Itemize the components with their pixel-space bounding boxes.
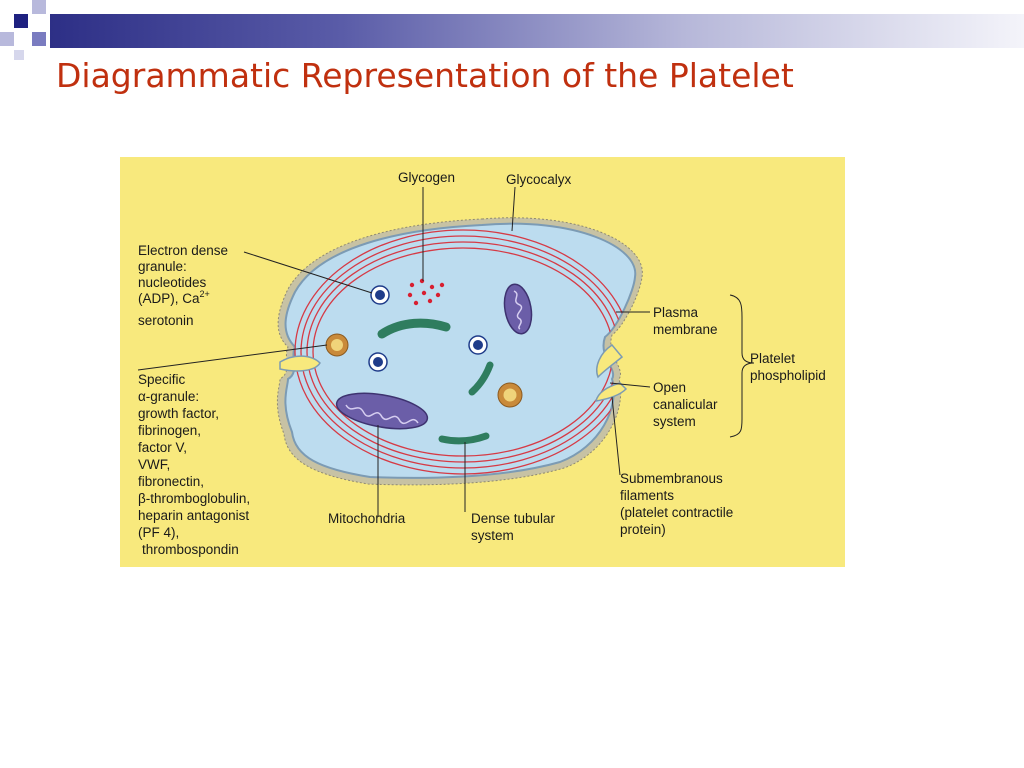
alpha-granule [497,382,523,408]
leader-open-canalicular [609,382,651,388]
label-line: (platelet contractile [620,505,733,520]
platelet-diagram: Glycogen Glycocalyx Electron dense granu… [120,157,845,567]
label-dense-tubular-system: Dense tubular system [471,511,556,543]
label-line: nucleotides [138,275,207,290]
slide-title: Diagrammatic Representation of the Plate… [56,56,794,95]
label-line: granule: [138,259,187,274]
label-electron-dense-granule: Electron dense granule: nucleotides (ADP… [138,243,228,328]
label-line: canalicular [653,397,718,412]
label-line: system [471,528,514,543]
dense-tubular-segment [468,361,494,396]
label-open-canalicular-system: Open canalicular system [653,380,718,429]
label-glycogen: Glycogen [398,170,455,185]
open-canalicular-left [279,355,321,372]
label-line: Platelet [750,351,795,366]
label-specific-alpha-granule: Specific α-granule: growth factor, fibri… [138,372,250,557]
leader-electron-dense [243,251,373,294]
label-line: Electron dense [138,243,228,258]
header-bar [50,14,1024,48]
open-canalicular-right-lower [594,382,628,402]
label-line: Dense tubular [471,511,556,526]
glycogen-particles [407,278,445,306]
label-line: Open [653,380,686,395]
label-line: (ADP), Ca2+ [138,289,210,306]
dense-granule [368,352,388,372]
label-line: thrombospondin [142,542,239,557]
label-line: system [653,414,696,429]
phospholipid-brace [729,294,755,438]
dense-tubular-segment [377,318,451,339]
leader-submembranous [611,396,621,476]
label-line: α-granule: [138,389,199,404]
label-line: Submembranous [620,471,723,486]
label-line: filaments [620,488,674,503]
label-platelet-phospholipid: Platelet phospholipid [750,351,826,383]
corner-decoration [0,0,64,60]
label-line: VWF, [138,457,170,472]
dense-granule [370,285,390,305]
label-line: Plasma [653,305,699,320]
label-line: phospholipid [750,368,826,383]
label-line: heparin antagonist [138,508,249,523]
label-plasma-membrane: Plasma membrane [653,305,718,337]
superscript: 2+ [200,289,210,299]
label-line: fibronectin, [138,474,204,489]
alpha-granule [325,333,349,357]
dense-granule [468,335,488,355]
mitochondrion [503,283,533,335]
leader-glycocalyx [511,186,516,232]
label-line: protein) [620,522,666,537]
label-line: (PF 4), [138,525,179,540]
dense-tubular-segment [438,432,490,445]
label-line: growth factor, [138,406,219,421]
label-mitochondria: Mitochondria [328,511,406,526]
platelet-diagram-svg: Glycogen Glycocalyx Electron dense granu… [120,157,845,567]
label-line: β-thromboglobulin, [138,491,250,506]
label-line: Specific [138,372,186,387]
label-line: factor V, [138,440,187,455]
label-submembranous-filaments: Submembranous filaments (platelet contra… [620,471,733,537]
mitochondrion [335,392,429,430]
label-line: serotonin [138,313,194,328]
label-line: membrane [653,322,718,337]
label-line: fibrinogen, [138,423,201,438]
label-text: (ADP), Ca [138,291,200,306]
leader-alpha-granule [137,344,328,371]
label-glycocalyx: Glycocalyx [506,172,572,187]
open-canalicular-right-upper [596,344,624,379]
